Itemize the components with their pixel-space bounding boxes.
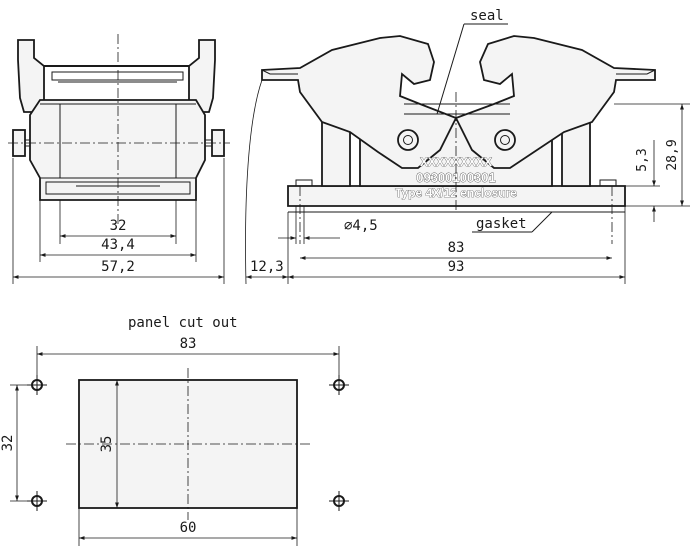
side-dim-12-3: 12,3 [250, 259, 284, 275]
cutout-hole-top-left [27, 375, 47, 395]
side-right-lever [454, 35, 656, 169]
side-dim-5-3: 5,3 [635, 148, 650, 171]
cutout-dim-35: 35 [99, 436, 115, 453]
side-left-lever [261, 35, 458, 169]
side-dim-28-9: 28,9 [665, 139, 680, 170]
front-housing [29, 99, 206, 201]
front-dim-32: 32 [110, 218, 127, 234]
front-dim-57-2: 57,2 [101, 259, 135, 275]
cutout-dim-83: 83 [180, 336, 197, 352]
front-dim-43-4: 43,4 [101, 237, 135, 253]
cutout-hole-bottom-left [27, 491, 47, 511]
panel-cutout-view: panel cut out 83 32 [0, 315, 349, 546]
front-view: 32 43,4 57,2 [8, 34, 230, 284]
panel-cutout-title: panel cut out [128, 315, 238, 331]
side-dim-93: 93 [448, 259, 465, 275]
side-dim-hole: ⌀4,5 [344, 218, 378, 234]
marking-line-1: XXXXXXXXX [420, 155, 492, 169]
gasket-label: gasket [476, 216, 527, 232]
side-left-pivot [397, 129, 419, 151]
side-right-pivot [494, 129, 516, 151]
cutout-hole-top-right [329, 375, 349, 395]
side-view: XXXXXXXXX 09300100301 Type 4X/12 enclosu… [245, 8, 690, 285]
cutout-dim-32: 32 [0, 435, 16, 452]
cutout-hole-bottom-right [329, 491, 349, 511]
cutout-dim-60: 60 [180, 520, 197, 536]
side-dim-83: 83 [448, 240, 465, 256]
marking-line-3: Type 4X/12 enclosure [395, 186, 517, 200]
seal-label: seal [470, 8, 504, 24]
